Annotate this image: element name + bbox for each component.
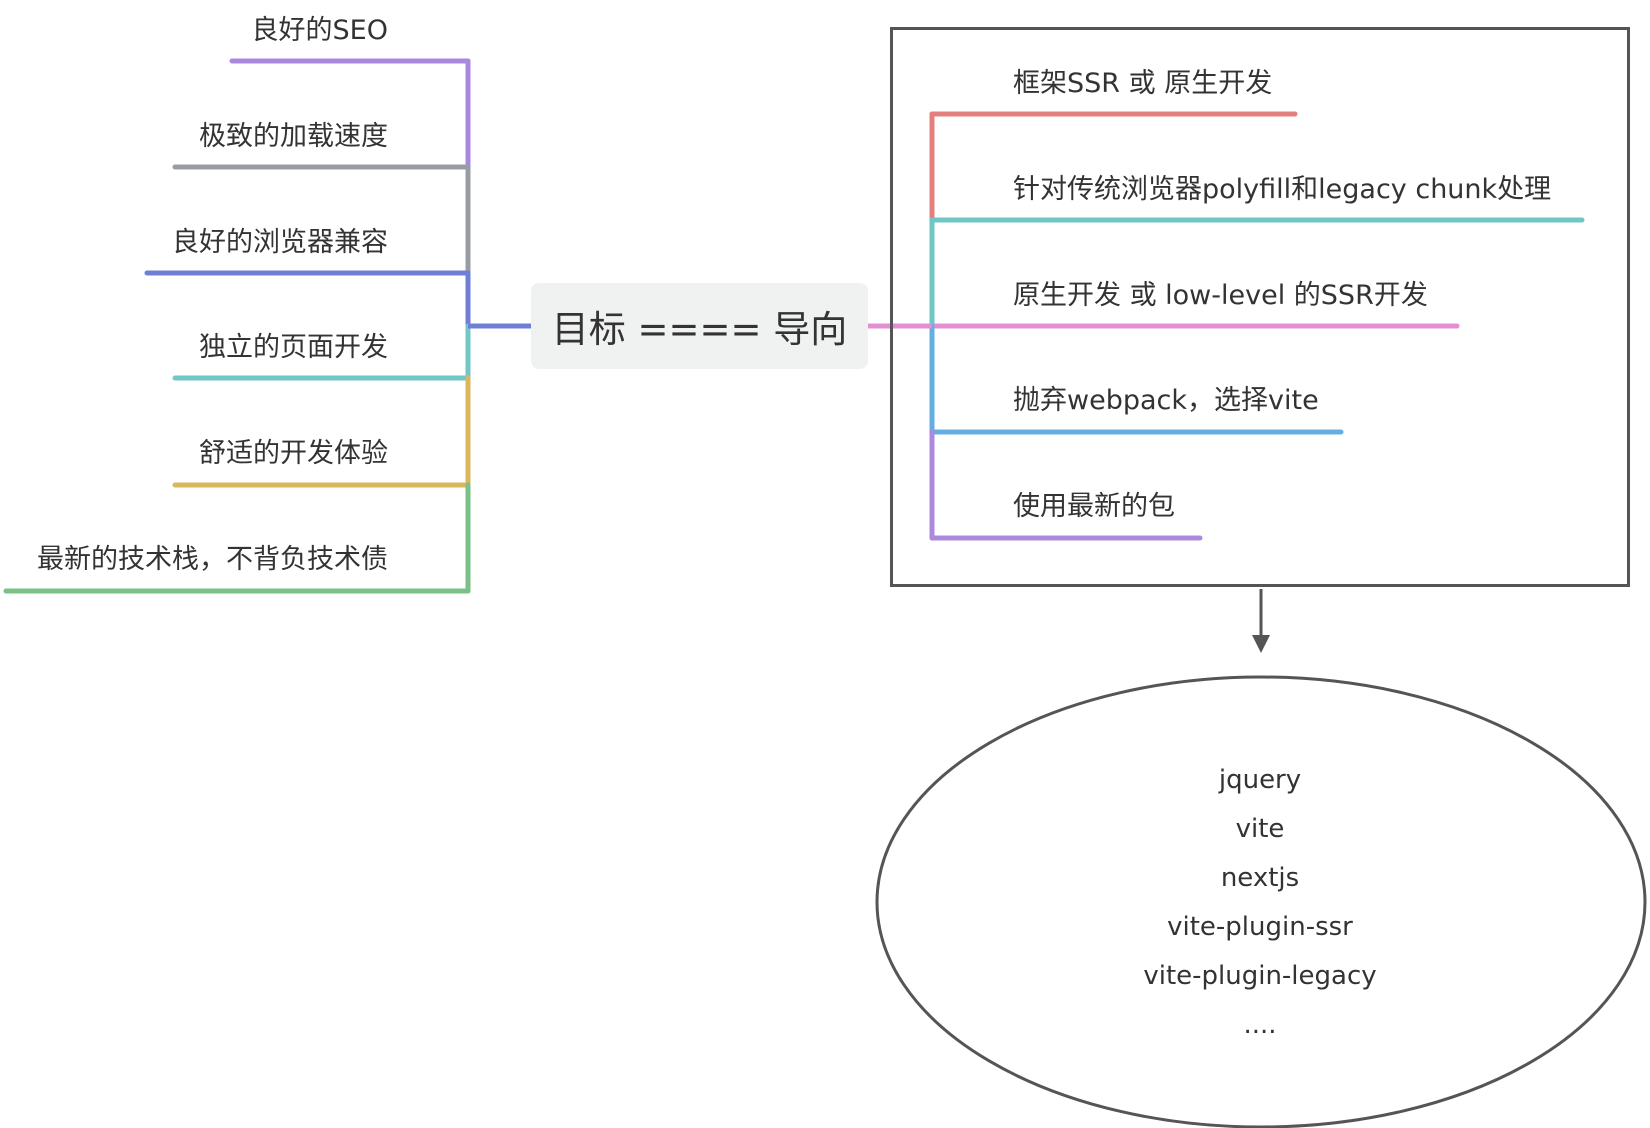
right-branch-legacy[interactable]: 针对传统浏览器polyfill和legacy chunk处理 xyxy=(1013,174,1552,205)
left-branch-tech-stack[interactable]: 最新的技术栈，不背负技术债 xyxy=(37,544,388,575)
right-branch-lines xyxy=(929,111,1585,541)
strategy-group-box xyxy=(890,27,1630,587)
left-branch-lines xyxy=(3,58,471,594)
package-item: jquery xyxy=(1218,765,1302,795)
right-branch-native-ssr[interactable]: 原生开发 或 low-level 的SSR开发 xyxy=(1013,280,1428,311)
right-branch-latest-packages[interactable]: 使用最新的包 xyxy=(1013,491,1175,522)
package-item: vite-plugin-ssr xyxy=(1167,912,1353,942)
left-branch-browser-compat[interactable]: 良好的浏览器兼容 xyxy=(172,227,388,258)
package-item: .... xyxy=(1243,1010,1277,1040)
right-branch-ssr-or-native[interactable]: 框架SSR 或 原生开发 xyxy=(1013,68,1273,99)
central-topic-label: 目标 ==== 导向 xyxy=(551,308,848,351)
arrow-head xyxy=(1252,635,1270,653)
package-item: vite-plugin-legacy xyxy=(1143,961,1377,991)
left-branch-page-dev[interactable]: 独立的页面开发 xyxy=(199,332,388,363)
package-ellipse xyxy=(875,675,1647,1128)
package-item: nextjs xyxy=(1220,863,1300,893)
right-branch-vite[interactable]: 抛弃webpack，选择vite xyxy=(1013,385,1319,416)
left-branch-seo[interactable]: 良好的SEO xyxy=(251,15,388,46)
left-branch-load-speed[interactable]: 极致的加载速度 xyxy=(199,121,388,152)
left-branch-dev-experience[interactable]: 舒适的开发体验 xyxy=(199,438,388,469)
central-topic[interactable]: 目标 ==== 导向 xyxy=(531,283,868,369)
package-list: jquery vite nextjs vite-plugin-ssr vite-… xyxy=(1000,756,1520,1050)
package-item: vite xyxy=(1235,814,1285,844)
